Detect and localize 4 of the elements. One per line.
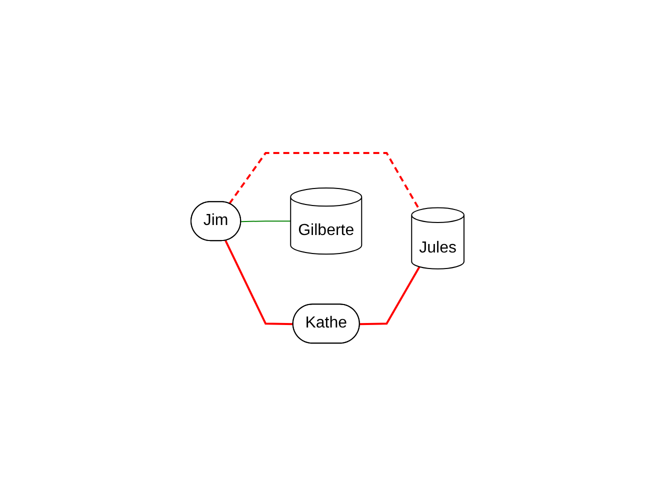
connector bbox=[228, 152, 420, 210]
connector bbox=[240, 220, 292, 222]
connector bbox=[224, 240, 294, 326]
connector bbox=[360, 266, 420, 326]
